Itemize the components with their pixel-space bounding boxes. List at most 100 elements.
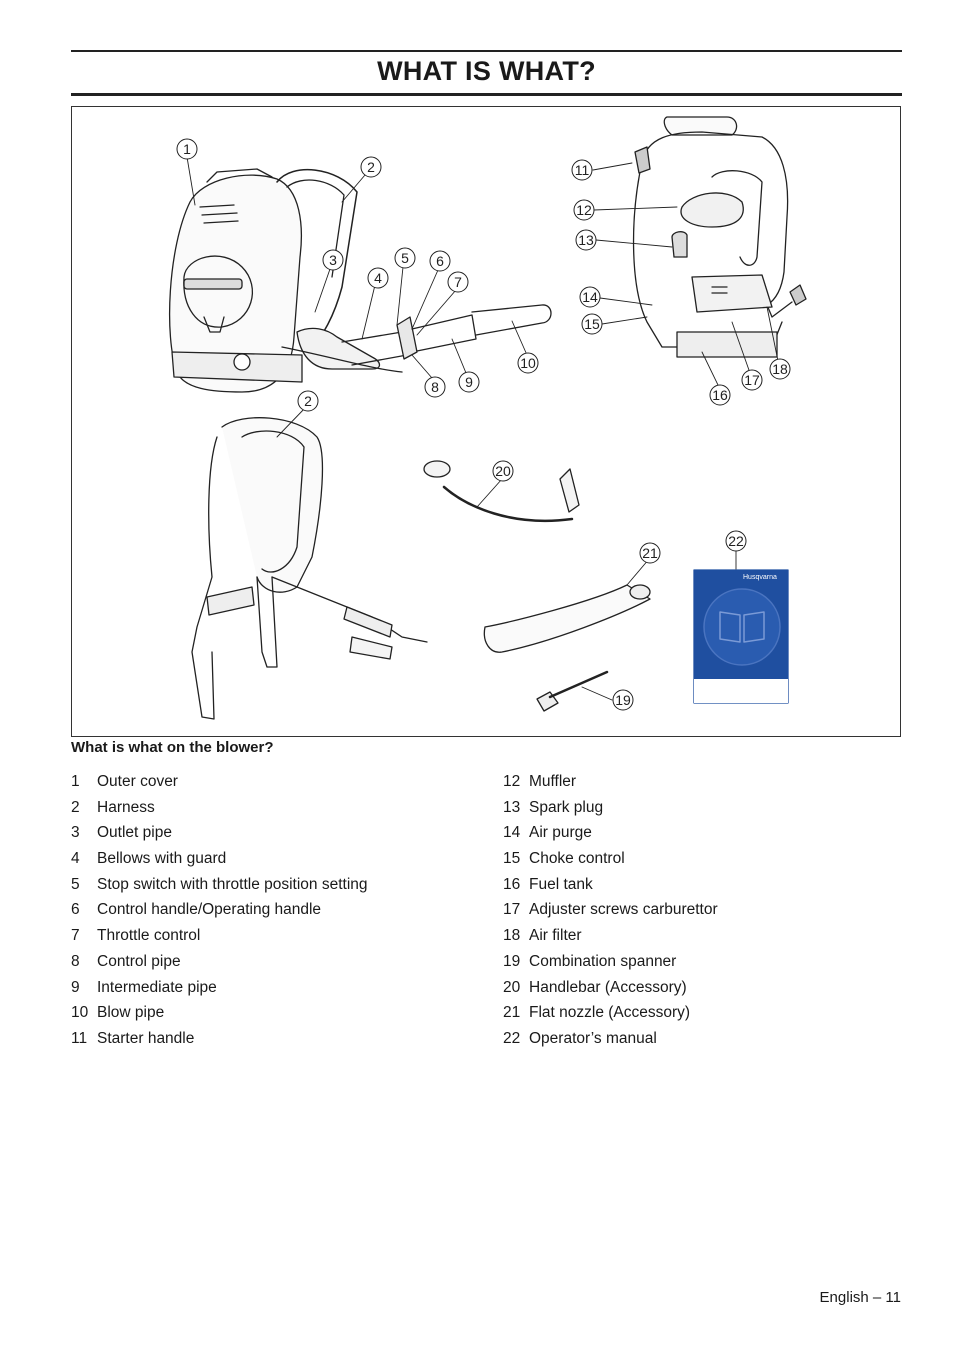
list-item: 13 Spark plug (503, 799, 718, 825)
callout-5: 5 (401, 250, 409, 266)
manual-brand-logo: Husqvarna (743, 574, 777, 581)
item-label: Bellows with guard (97, 850, 227, 868)
item-label: Stop switch with throttle position setti… (97, 875, 368, 893)
item-label: Handlebar (Accessory) (529, 978, 687, 996)
list-item: 4 Bellows with guard (71, 850, 368, 876)
item-number: 1 (71, 773, 80, 790)
item-number: 13 (503, 798, 521, 816)
item-number: 17 (503, 901, 521, 919)
item-number: 18 (503, 927, 521, 945)
parts-list-left: 1 Outer cover 2 Harness 3 Outlet pipe 4 Bell… (71, 773, 368, 1056)
item-label: Blow pipe (97, 1004, 165, 1022)
item-number: 6 (71, 901, 80, 919)
callout-15: 15 (584, 316, 600, 332)
list-item: 19 Combination spanner (503, 953, 718, 979)
callout-17: 17 (744, 372, 760, 388)
flat-nozzle-drawing (483, 584, 651, 653)
item-number: 22 (503, 1029, 521, 1047)
item-number: 14 (503, 824, 521, 842)
list-item: 21 Flat nozzle (Accessory) (503, 1004, 718, 1030)
callout-21: 21 (642, 545, 658, 561)
header-rule-top (71, 50, 902, 52)
callout-14: 14 (582, 289, 598, 305)
item-number: 3 (71, 824, 80, 842)
item-label: Outer cover (97, 773, 178, 790)
parts-illustration: Husqvarna (71, 106, 901, 737)
item-label: Choke control (529, 850, 625, 868)
callout-6: 6 (436, 253, 444, 269)
list-item: 10 Blow pipe (71, 1004, 368, 1030)
operators-manual-drawing (693, 569, 789, 704)
list-item: 7 Throttle control (71, 927, 368, 953)
item-number: 4 (71, 850, 80, 868)
callout-20: 20 (495, 463, 511, 479)
item-label: Fuel tank (529, 875, 593, 893)
callout-13: 13 (578, 232, 594, 248)
callout-circles (176, 138, 791, 711)
item-label: Operator’s manual (529, 1029, 657, 1047)
list-item: 11 Starter handle (71, 1030, 368, 1056)
item-number: 7 (71, 927, 80, 945)
item-label: Spark plug (529, 798, 604, 816)
item-number: 10 (71, 1004, 89, 1022)
item-label: Starter handle (97, 1029, 195, 1047)
item-label: Control pipe (97, 952, 181, 970)
item-label: Combination spanner (529, 952, 677, 970)
list-item: 22 Operator’s manual (503, 1030, 718, 1056)
callout-16: 16 (712, 387, 728, 403)
list-item: 17 Adjuster screws carburettor (503, 901, 718, 927)
item-label: Flat nozzle (Accessory) (529, 1004, 691, 1022)
item-label: Air filter (529, 927, 582, 945)
combination-spanner-drawing (536, 670, 609, 712)
item-label: Intermediate pipe (97, 978, 217, 996)
item-number: 16 (503, 875, 521, 893)
list-item: 3 Outlet pipe (71, 824, 368, 850)
callout-19: 19 (615, 692, 631, 708)
callout-10: 10 (520, 355, 536, 371)
item-number: 8 (71, 952, 80, 970)
callout-leaders (186, 156, 779, 701)
list-item: 1 Outer cover (71, 773, 368, 799)
callout-3: 3 (329, 252, 337, 268)
list-item: 5 Stop switch with throttle position sett… (71, 876, 368, 902)
callout-18: 18 (772, 361, 788, 377)
callout-2: 2 (367, 159, 375, 175)
callout-9: 9 (465, 374, 473, 390)
list-item: 15 Choke control (503, 850, 718, 876)
callout-7: 7 (454, 274, 462, 290)
list-item: 9 Intermediate pipe (71, 979, 368, 1005)
item-number: 5 (71, 875, 80, 893)
item-number: 20 (503, 978, 521, 996)
item-number: 9 (71, 978, 80, 996)
list-item: 20 Handlebar (Accessory) (503, 979, 718, 1005)
figure-caption: What is what on the blower? (71, 739, 274, 756)
item-label: Throttle control (97, 927, 201, 945)
item-label: Muffler (529, 773, 577, 790)
item-number: 12 (503, 773, 521, 790)
callout-11: 11 (575, 162, 590, 178)
list-item: 8 Control pipe (71, 953, 368, 979)
item-label: Outlet pipe (97, 824, 172, 842)
handlebar-accessory-drawing (423, 460, 580, 523)
callout-22: 22 (728, 533, 744, 549)
callout-8: 8 (431, 379, 439, 395)
blower-engine-drawing (632, 116, 807, 358)
item-number: 21 (503, 1004, 521, 1022)
list-item: 16 Fuel tank (503, 876, 718, 902)
callout-12: 12 (576, 202, 592, 218)
callout-4: 4 (374, 270, 382, 286)
item-label: Adjuster screws carburettor (529, 901, 718, 919)
item-label: Harness (97, 798, 155, 816)
harness-drawing (191, 417, 428, 720)
item-number: 19 (503, 952, 521, 970)
item-number: 11 (71, 1029, 88, 1047)
item-number: 15 (503, 850, 521, 868)
item-number: 2 (71, 798, 80, 816)
page-title: WHAT IS WHAT? (377, 56, 596, 86)
header-rule-bottom (71, 93, 902, 96)
callout-1: 1 (183, 141, 191, 157)
callout-2-harness: 2 (304, 393, 312, 409)
item-label: Control handle/Operating handle (97, 901, 322, 919)
